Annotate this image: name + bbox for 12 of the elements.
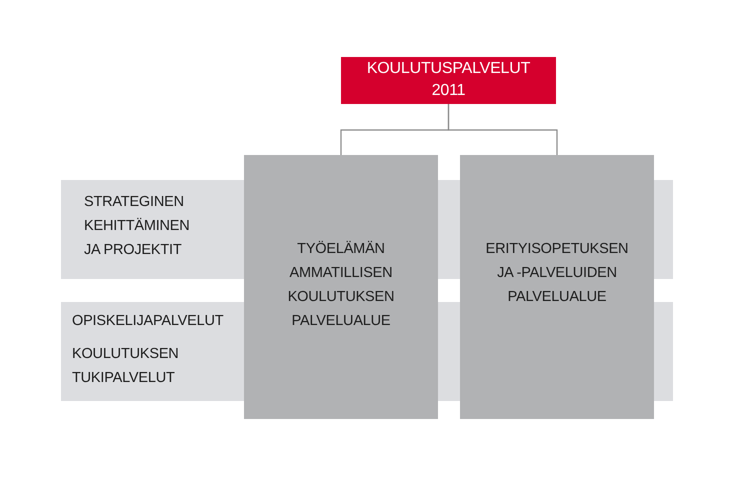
column-title: TYÖELÄMÄN AMMATILLISEN KOULUTUKSEN PALVELUALUE — [286, 240, 396, 331]
row-band — [61, 302, 244, 401]
column-box — [460, 155, 654, 419]
column-box — [244, 155, 438, 419]
row-label: OPISKELIJAPALVELUT — [72, 312, 224, 331]
row-label: KOULUTUKSEN TUKIPALVELUT — [72, 345, 180, 388]
connector-line — [448, 104, 558, 155]
row-band — [61, 180, 244, 279]
header-box — [341, 57, 556, 104]
row-label: STRATEGINEN KEHITTÄMINEN JA PROJEKTIT — [84, 193, 191, 260]
column-title: ERITYISOPETUKSEN JA -PALVELUIDEN PALVELUALUE — [484, 240, 630, 307]
header-text: KOULUTUSPALVELUT 2011 — [366, 59, 532, 101]
